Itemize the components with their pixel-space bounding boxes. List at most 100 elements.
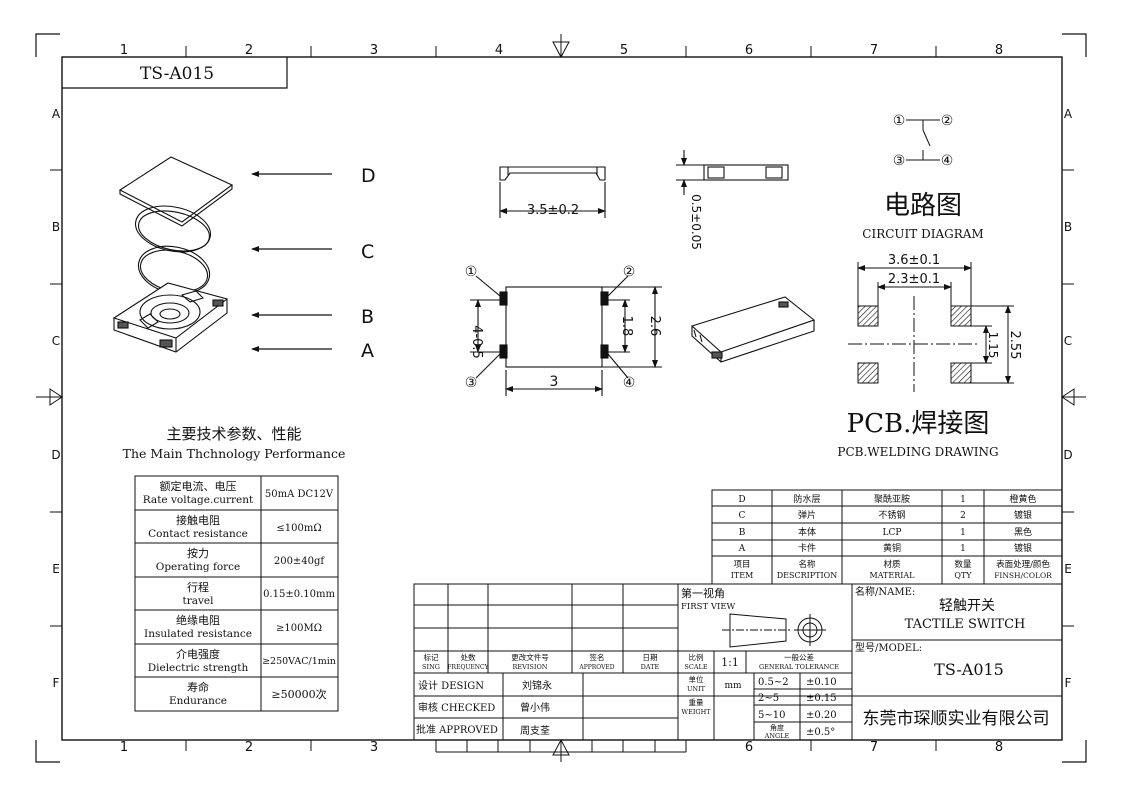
angle-tolerance: ±0.5° <box>806 727 835 738</box>
table-row: 行程 travel 0.15±0.10mm <box>182 581 335 607</box>
param-cn: 行程 <box>187 581 209 594</box>
bom-header-item-cn: 项目 <box>733 560 750 570</box>
model-box: TS-A015 <box>62 57 288 89</box>
bom-qty: 1 <box>960 495 966 505</box>
dim-outer-height: 2.6 <box>647 316 662 337</box>
param-en: Operating force <box>156 561 241 573</box>
pin-label-4: ④ <box>623 375 636 391</box>
side-view <box>676 150 789 195</box>
grid-col-bottom: 7 <box>870 740 878 755</box>
param-cn: 绝缘电阻 <box>176 613 220 627</box>
bom-header-material-cn: 材质 <box>883 559 901 570</box>
approved-label: 批准 APPROVED <box>416 723 498 736</box>
pcb-title-en: PCB.WELDING DRAWING <box>837 445 998 459</box>
grid-row-left: B <box>52 220 60 234</box>
circuit-pin-1: ① <box>893 113 906 129</box>
table-row: B 本体 LCP 1 黑色 <box>739 526 1032 538</box>
bom-qty: 1 <box>960 528 966 538</box>
pcb-dim-inner-width: 2.3±0.1 <box>888 272 940 287</box>
tolerance-value: ±0.20 <box>806 710 837 721</box>
bom-finish: 橙黄色 <box>1009 493 1036 505</box>
circuit-title-en: CIRCUIT DIAGRAM <box>862 227 983 241</box>
callout-label-c: C <box>361 241 374 263</box>
table-row: 介电强度 Dielectric strength ≥250VAC/1min <box>148 647 336 674</box>
param-value: 50mA DC12V <box>265 489 334 500</box>
pin-label-3: ③ <box>465 375 478 391</box>
grid-col-bottom: 3 <box>370 740 378 755</box>
param-value: 0.15±0.10mm <box>263 589 335 600</box>
isometric-view <box>690 296 816 363</box>
grid-col-top: 3 <box>370 43 378 58</box>
param-cn: 额定电流、电压 <box>160 479 237 493</box>
param-en: Endurance <box>169 695 227 707</box>
bom-header-desc-cn: 名称 <box>798 559 816 570</box>
param-en: Insulated resistance <box>144 628 252 640</box>
pcb-dim-outer-height: 2.55 <box>1007 331 1022 360</box>
product-name-cn: 轻触开关 <box>939 598 995 614</box>
tolerance-range: 5~10 <box>758 710 785 721</box>
performance-title-cn: 主要技术参数、性能 <box>166 425 301 443</box>
rev-header-en: SING <box>422 663 440 671</box>
table-row: 2~5 ±0.15 <box>758 693 837 704</box>
rev-header-cn: 标记 <box>424 652 439 662</box>
first-view-en: FIRST VIEW <box>681 602 736 612</box>
param-cn: 按力 <box>187 546 209 560</box>
revision-headers: 标记 SING 处数 FREQUENCY 更改文件号 REVISION 签名 A… <box>422 652 660 671</box>
param-en: Rate voltage.current <box>143 494 254 506</box>
bom-header-finish-en: FINSH/COLOR <box>994 571 1052 580</box>
grid-col-top: 8 <box>995 43 1003 58</box>
exploded-view <box>112 156 234 353</box>
unit-label-cn: 单位 <box>689 674 704 684</box>
pcb-dim-outer-width: 3.6±0.1 <box>888 253 940 268</box>
title-block-lines <box>413 583 1063 753</box>
rev-header-cn: 签名 <box>590 652 605 662</box>
table-row: 寿命 Endurance ≥50000次 <box>169 680 327 707</box>
bom-item: D <box>738 495 745 505</box>
param-value: ≥50000次 <box>271 687 326 701</box>
grid-row-left: D <box>51 448 60 462</box>
grid-col-top: 5 <box>620 43 628 58</box>
dim-side-height: 0.5±0.05 <box>689 194 703 250</box>
grid-row-right: C <box>1064 334 1072 348</box>
table-row: 接触电阻 Contact resistance ≤100mΩ <box>148 513 322 540</box>
bom-desc: 本体 <box>798 526 816 538</box>
bom-desc: 防水层 <box>793 493 820 505</box>
tolerance-label-cn: 一般公差 <box>784 652 814 662</box>
tolerance-value: ±0.10 <box>806 677 837 688</box>
front-view <box>499 166 606 218</box>
param-cn: 接触电阻 <box>176 513 220 527</box>
grid-col-top: 6 <box>745 43 753 58</box>
checked-name: 曾小伟 <box>520 701 550 714</box>
tolerance-label-en: GENERAL TOLERANCE <box>759 663 839 671</box>
param-cn: 介电强度 <box>176 647 220 661</box>
table-row: C 弹片 不锈钢 2 镀银 <box>739 509 1032 521</box>
bom-header-material-en: MATERIAL <box>870 571 916 580</box>
weight-label-en: WEIGHT <box>681 708 711 716</box>
grid-col-top: 1 <box>120 43 128 58</box>
table-row: 按力 Operating force 200±40gf <box>156 546 326 573</box>
grid-labels: 1 2 3 4 5 6 7 8 1 2 3 6 7 8 A B C D E F … <box>51 43 1073 755</box>
first-view-cn: 第一视角 <box>681 586 725 600</box>
dim-inner-height: 1.8 <box>619 316 634 337</box>
scale-label-en: SCALE <box>684 663 707 671</box>
angle-label-en: ANGLE <box>764 732 790 740</box>
grid-row-right: A <box>1064 107 1073 121</box>
angle-label-cn: 角度 <box>770 723 784 732</box>
product-name-en: TACTILE SWITCH <box>905 617 1026 632</box>
tolerance-range: 2~5 <box>758 693 779 704</box>
approved-name: 周支荃 <box>520 724 550 737</box>
param-en: Contact resistance <box>148 528 248 540</box>
rev-header-en: FREQUENCY <box>447 664 489 671</box>
bom-desc: 卡件 <box>798 542 816 554</box>
grid-col-top: 2 <box>245 43 253 58</box>
param-en: Dielectric strength <box>148 662 249 674</box>
bom-qty: 1 <box>960 544 966 554</box>
table-row: 额定电流、电压 Rate voltage.current 50mA DC12V <box>143 479 334 506</box>
grid-row-right: D <box>1063 448 1072 462</box>
grid-col-bottom: 8 <box>995 740 1003 755</box>
pcb-layout <box>848 262 1014 392</box>
grid-col-bottom: 2 <box>245 740 253 755</box>
rev-header-en: APPROVED <box>578 664 614 671</box>
design-label: 设计 DESIGN <box>418 679 484 692</box>
pin-label-1: ① <box>465 264 478 280</box>
